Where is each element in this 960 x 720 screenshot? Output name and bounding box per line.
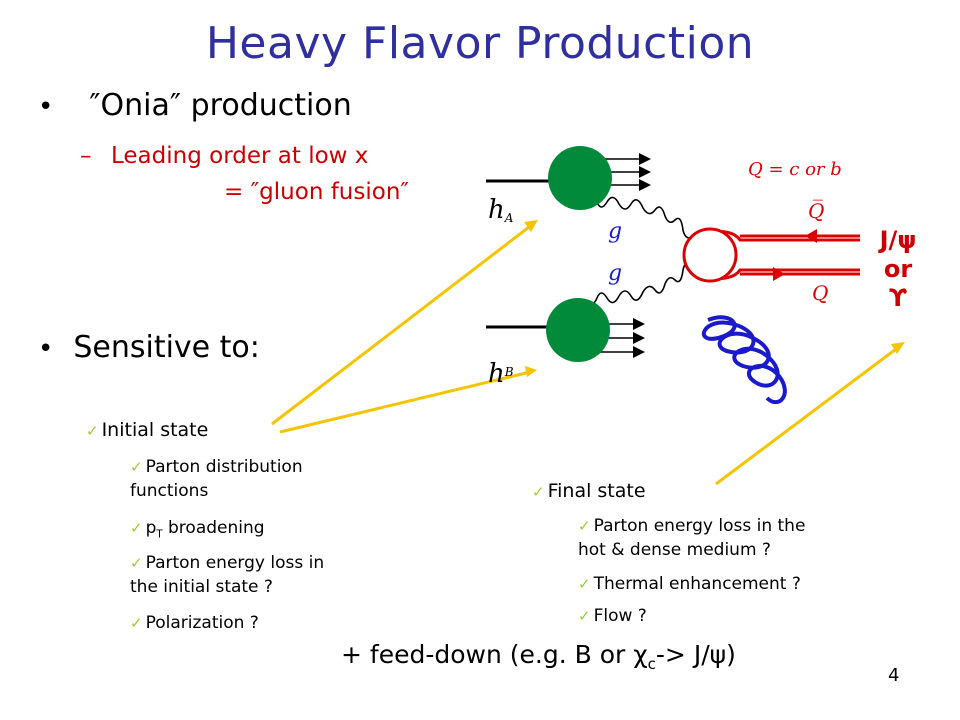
slide-title: Heavy Flavor Production <box>205 18 755 69</box>
hadron-a-label: hA <box>488 195 514 225</box>
jpsi-upsilon-label: J/ψ or ϒ <box>879 226 917 312</box>
gluon-a-label: g <box>608 219 622 244</box>
list-item: ✓Flow ? <box>578 606 647 626</box>
list-item: ✓pT broadening <box>130 518 265 541</box>
bullet-onia-text: ″Onia″ production <box>89 88 352 123</box>
check-icon: ✓ <box>130 519 143 537</box>
arrow-final-to-jpsi <box>715 344 901 486</box>
q-arrow <box>773 267 785 281</box>
initial-state-label: ✓Initial state <box>86 419 209 441</box>
check-icon: ✓ <box>130 614 143 633</box>
hadron-a-blob <box>548 146 612 210</box>
arrow-initial-to-hb <box>279 370 531 434</box>
qbar-label: Q̅ <box>808 198 824 223</box>
gluon-a <box>584 195 694 240</box>
final-state-label: ✓Final state <box>532 480 646 502</box>
check-icon: ✓ <box>130 458 143 476</box>
hadron-b-label: hB <box>488 359 514 389</box>
quark-flavor-label: Q = c or b <box>748 159 842 180</box>
check-icon: ✓ <box>532 483 545 501</box>
sub-line2: = ″gluon fusion″ <box>224 179 409 205</box>
check-icon: ✓ <box>86 422 99 440</box>
gluon-b <box>584 260 694 306</box>
feed-down-note: + feed-down (e.g. B or χc-> J/ψ) <box>341 640 736 673</box>
check-icon: ✓ <box>578 607 591 625</box>
bullet-sensitive: • Sensitive to: <box>38 330 260 365</box>
sub-line1: Leading order at low x <box>111 143 369 169</box>
check-icon: ✓ <box>578 575 591 593</box>
page-number: 4 <box>888 665 900 686</box>
gluon-b-label: g <box>608 261 622 286</box>
bullet-dot: • <box>38 334 54 364</box>
quark-vertex <box>682 227 738 283</box>
hadron-b-blob <box>546 298 610 362</box>
bullet-dot: • <box>38 92 54 122</box>
check-icon: ✓ <box>578 517 591 535</box>
list-item: ✓Thermal enhancement ? <box>578 574 801 594</box>
bullet-sensitive-text: Sensitive to: <box>73 330 260 365</box>
q-label: Q <box>812 281 828 305</box>
qbar-arrow <box>805 229 817 243</box>
bullet-onia: • ″Onia″ production <box>38 88 352 123</box>
radiated-gluon <box>701 315 787 405</box>
check-icon: ✓ <box>130 554 143 573</box>
arrow-initial-to-ha <box>271 222 534 426</box>
sub-dash: – <box>80 143 92 169</box>
list-item: ✓Polarization ? <box>130 613 259 634</box>
